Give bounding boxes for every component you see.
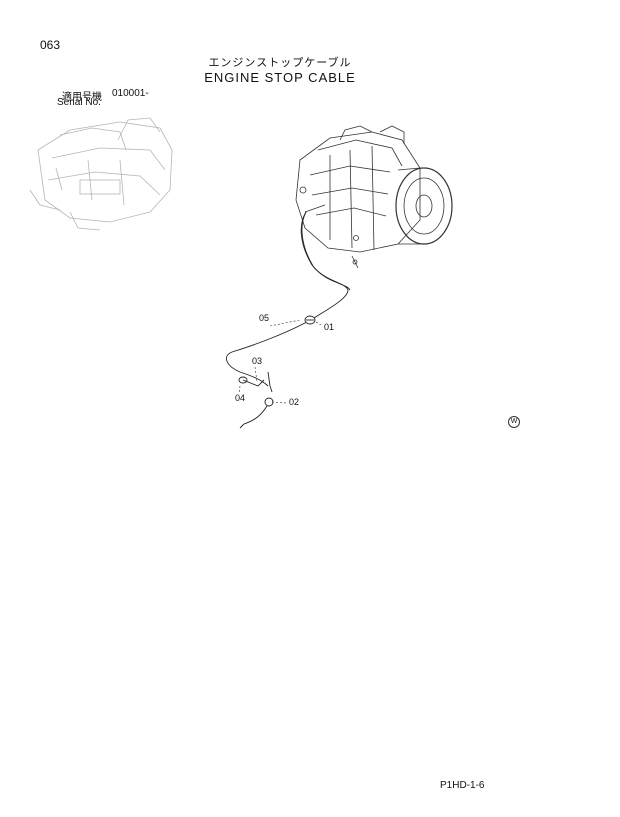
callout-01: 01 bbox=[324, 322, 335, 332]
callout-02: 02 bbox=[289, 397, 300, 407]
serial-label-japanese: 適用号機 bbox=[62, 92, 102, 103]
lever-assembly-part bbox=[238, 371, 273, 393]
clamp-01-part bbox=[304, 315, 316, 325]
stop-cable bbox=[226, 211, 351, 387]
machine-locator-illustration bbox=[29, 117, 173, 231]
engine-illustration bbox=[295, 125, 453, 269]
title-english: ENGINE STOP CABLE bbox=[204, 70, 356, 85]
serial-value: 010001- bbox=[112, 88, 149, 99]
bracket-02-part bbox=[239, 397, 274, 429]
leader-lines bbox=[238, 319, 324, 404]
callout-03: 03 bbox=[252, 356, 263, 366]
serial-label-english: Serial No. bbox=[57, 97, 101, 108]
callout-04: 04 bbox=[235, 393, 246, 403]
footer-code: P1HD-1-6 bbox=[440, 780, 485, 791]
title-japanese: エンジンストップケーブル bbox=[208, 56, 352, 69]
callout-05: 05 bbox=[259, 313, 270, 323]
page-number: 063 bbox=[40, 38, 61, 52]
w-mark-icon: W bbox=[508, 416, 520, 428]
